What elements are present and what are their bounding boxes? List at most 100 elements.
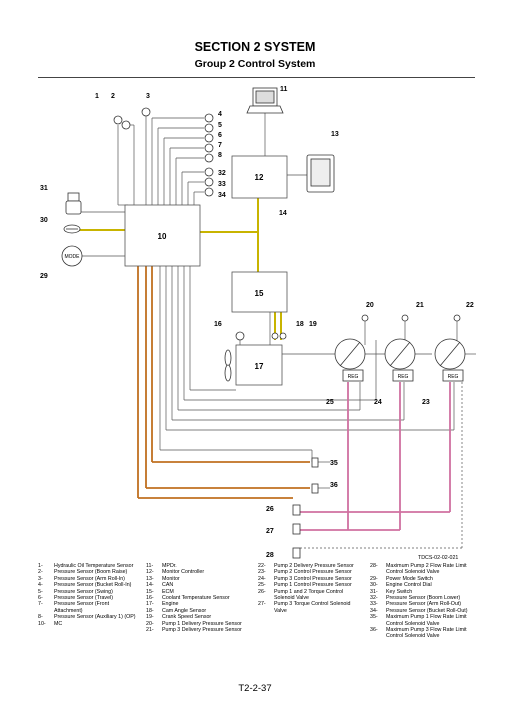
callout-32: 32 (218, 170, 226, 177)
engine-control-dial-icon (63, 224, 81, 234)
callout-8: 8 (218, 152, 222, 159)
callout-18: 18 (296, 321, 304, 328)
callout-20: 20 (366, 302, 374, 309)
callout-3: 3 (146, 93, 150, 100)
solenoid-drive-lines (137, 266, 310, 499)
pump-icons (334, 338, 466, 370)
callout-27: 27 (266, 528, 274, 535)
legend-column-3: 22-Pump 2 Delivery Pressure Sensor 23-Pu… (258, 563, 362, 614)
legend-item: 24-Pump 3 Control Pressure Sensor (258, 575, 352, 582)
callout-11: 11 (280, 86, 288, 93)
callout-34: 34 (218, 192, 226, 199)
callout-29: 29 (40, 273, 48, 280)
callout-1: 1 (95, 93, 99, 100)
legend-column-4: 28-Maximum Pump 2 Flow Rate Limit Contro… (370, 563, 474, 640)
legend-item: 13-Monitor (146, 575, 180, 582)
engine-box (235, 344, 283, 386)
legend-item: 20-Pump 1 Delivery Pressure Sensor (146, 620, 242, 627)
legend-item: 15-ECM (146, 588, 174, 595)
reg-label-1: REG (348, 374, 359, 380)
callout-16: 16 (214, 321, 222, 328)
monitor-controller-box (231, 155, 288, 199)
legend-item: 21-Pump 3 Delivery Pressure Sensor (146, 627, 242, 634)
callout-30: 30 (40, 217, 48, 224)
callout-25: 25 (326, 399, 334, 406)
legend-item: 2-Pressure Sensor (Boom Raise) (38, 569, 128, 576)
legend-column-2: 11-MPDr. 12-Monitor Controller 13-Monito… (146, 563, 250, 633)
legend-column-1: 1-Hydraulic Oil Temperature Sensor 2-Pre… (38, 563, 138, 627)
legend-item: 23-Pump 2 Control Pressure Sensor (258, 569, 352, 576)
solenoid-valve-icons (292, 457, 319, 559)
callout-28: 28 (266, 552, 274, 559)
legend-item: 28-Maximum Pump 2 Flow Rate Limit Contro… (370, 563, 467, 576)
callout-5: 5 (218, 122, 222, 129)
regulator-blocks: REG REG REG (342, 369, 464, 382)
pressure-sensor-icons (113, 107, 461, 341)
callout-33: 33 (218, 181, 226, 188)
callout-14: 14 (279, 210, 287, 217)
signal-wiring (75, 113, 476, 549)
ecm-box-label: 15 (255, 289, 264, 298)
legend-item: 17-Engine (146, 601, 179, 608)
legend-item: 10-MC (38, 620, 63, 627)
legend-item: 4-Pressure Sensor (Bucket Roll-In) (38, 582, 132, 589)
callout-21: 21 (416, 302, 424, 309)
legend-item: 5-Pressure Sensor (Swing) (38, 588, 113, 595)
legend-item: 1-Hydraulic Oil Temperature Sensor (38, 563, 134, 569)
legend-item: 30-Engine Control Dial (370, 582, 432, 589)
legend-item: 19-Crank Speed Sensor (146, 614, 212, 621)
legend-item: 22-Pump 2 Delivery Pressure Sensor (258, 563, 354, 569)
pump-control-lines (298, 382, 451, 531)
mc-box (124, 204, 201, 267)
callout-31: 31 (40, 185, 48, 192)
callout-24: 24 (374, 399, 382, 406)
callout-36: 36 (330, 482, 338, 489)
callout-19: 19 (309, 321, 317, 328)
mc-box-label: 10 (158, 232, 167, 241)
page-number: T2-2-37 (238, 683, 272, 694)
section-title: SECTION 2 SYSTEM (194, 40, 316, 54)
legend-item: 33-Pressure Sensor (Arm Roll-Out) (370, 601, 462, 608)
legend-item: 31-Key Switch (370, 588, 413, 595)
engine-fan-icon (224, 349, 232, 382)
legend-item: 16-Coolant Temperature Sensor (146, 595, 230, 602)
callout-13: 13 (331, 131, 339, 138)
legend-item: 12-Monitor Controller (146, 569, 205, 576)
header-rule (38, 77, 475, 78)
figure-code: TDCS-02-02-021 (418, 555, 459, 561)
legend-item: 18-Cam Angle Sensor (146, 607, 207, 614)
legend-item: 6-Pressure Sensor (Travel) (38, 595, 113, 602)
callout-4: 4 (218, 111, 222, 118)
legend-item: 25-Pump 1 Control Pressure Sensor (258, 582, 352, 589)
legend-item: 11-MPDr. (146, 563, 177, 569)
legend-item: 35-Maximum Pump 1 Flow Rate Limit Contro… (370, 614, 467, 627)
legend-item: 32-Pressure Sensor (Boom Lower) (370, 595, 461, 602)
monitor-icon (306, 154, 335, 193)
callout-6: 6 (218, 132, 222, 139)
legend-item: 34-Pressure Sensor (Bucket Roll-Out) (370, 607, 468, 614)
callout-23: 23 (422, 399, 430, 406)
legend-item: 27-Pump 3 Torque Control Solenoid Valve (258, 601, 351, 614)
legend-item: 3-Pressure Sensor (Arm Roll-In) (38, 575, 125, 582)
reg-label-3: REG (448, 374, 459, 380)
engine-box-label: 17 (255, 362, 264, 371)
legend-item: 36-Maximum Pump 3 Flow Rate Limit Contro… (370, 627, 467, 640)
legend-item: 7-Pressure Sensor (Front Attachment) (38, 601, 110, 614)
group-title: Group 2 Control System (194, 58, 316, 70)
callout-35: 35 (330, 460, 338, 467)
key-switch-icon (65, 192, 82, 215)
legend-item: 8-Pressure Sensor (Auxiliary 1) (OP) (38, 614, 136, 621)
mpdr-laptop-icon (246, 87, 284, 114)
callout-22: 22 (466, 302, 474, 309)
callout-26: 26 (266, 506, 274, 513)
power-mode-switch-icon: MODE (61, 245, 83, 267)
monitor-controller-label: 12 (255, 173, 264, 182)
reg-label-2: REG (398, 374, 409, 380)
callout-2: 2 (111, 93, 115, 100)
callout-7: 7 (218, 142, 222, 149)
legend-item: 29-Power Mode Switch (370, 575, 433, 582)
mode-label: MODE (65, 254, 81, 260)
ecm-box (231, 271, 288, 313)
legend-item: 26-Pump 1 and 2 Torque Control Solenoid … (258, 588, 344, 602)
